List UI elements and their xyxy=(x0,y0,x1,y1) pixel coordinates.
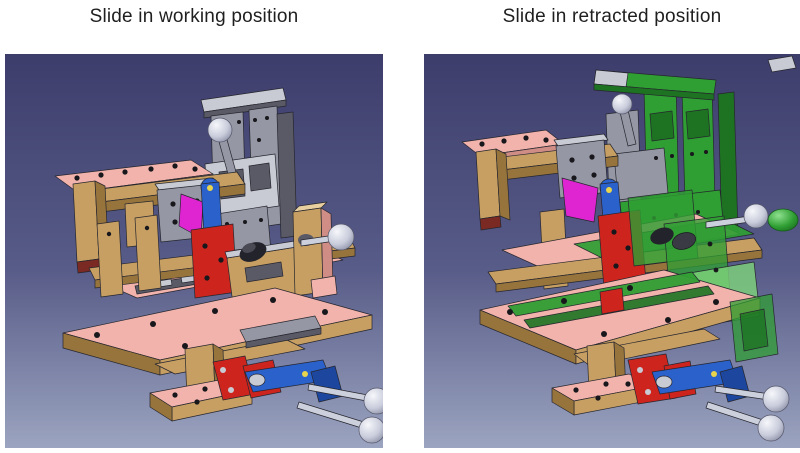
caption-working-position: Slide in working position xyxy=(89,6,299,27)
toggle-clamp xyxy=(212,355,383,444)
caption-retracted-position: Slide in retracted position xyxy=(502,6,722,27)
side-pillar xyxy=(292,201,338,299)
retract-ball-handle xyxy=(705,203,799,232)
side-ball-handle xyxy=(300,223,355,251)
tower-ball-handle xyxy=(611,93,637,147)
cad-viewport-working xyxy=(5,54,383,448)
cad-render-retracted xyxy=(424,54,800,448)
adjuster-knob xyxy=(224,239,310,305)
green-hanging-bracket xyxy=(729,293,779,363)
cad-render-working xyxy=(5,54,383,448)
toggle-clamp xyxy=(627,353,790,442)
pedestal-foot xyxy=(551,341,653,416)
red-bracket xyxy=(190,223,238,299)
magenta-link xyxy=(561,177,599,223)
tower-ball-handle xyxy=(207,117,237,175)
cad-viewport-retracted xyxy=(424,54,800,448)
